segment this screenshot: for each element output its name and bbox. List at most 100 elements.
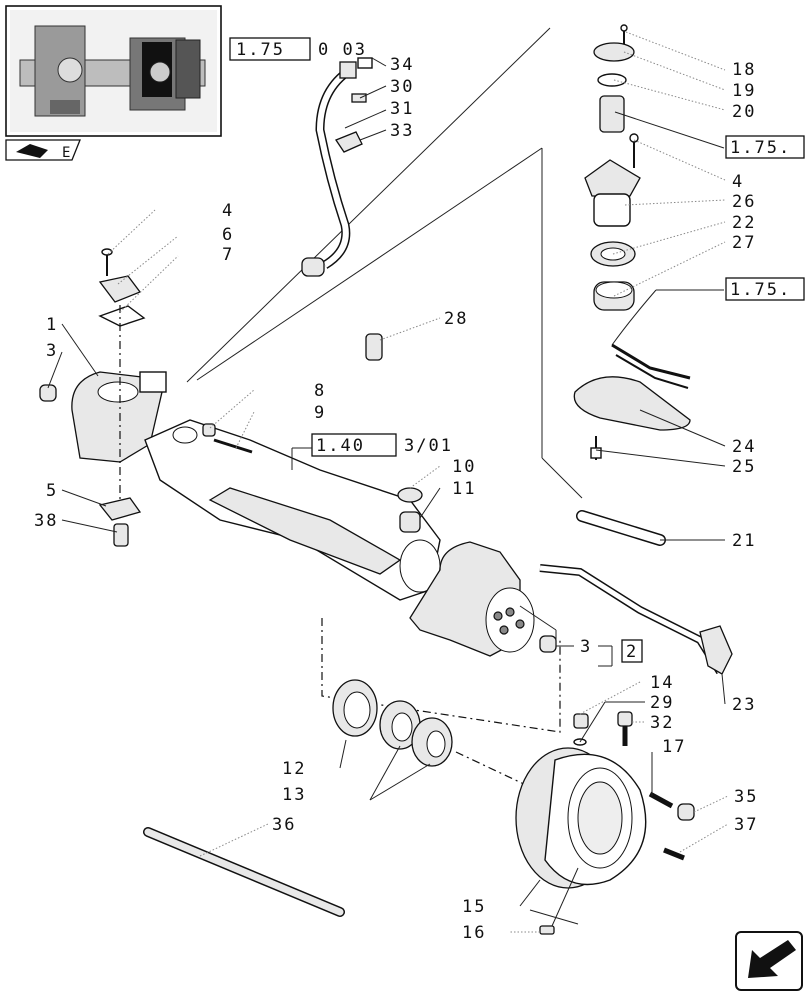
- svg-text:3/01: 3/01: [404, 436, 453, 456]
- reference-box-right-a[interactable]: 1.75.: [725, 135, 805, 159]
- part-plate-24[interactable]: [573, 376, 691, 431]
- folder-book-icon: [16, 144, 48, 158]
- callout-14: 14: [650, 673, 674, 693]
- callout-10: 10: [452, 457, 476, 477]
- part-plug-28[interactable]: [365, 333, 383, 361]
- callout-37: 37: [734, 815, 758, 835]
- thumbnail-tab[interactable]: E: [5, 139, 81, 161]
- part-bush-3-right[interactable]: [539, 635, 557, 653]
- part-brake-hose[interactable]: [301, 57, 373, 277]
- callout-1: 1: [46, 315, 58, 335]
- part-pin-8-9[interactable]: [202, 423, 253, 454]
- callout-5: 5: [46, 481, 58, 501]
- callout-18: 18: [732, 60, 756, 80]
- part-axle-housing[interactable]: [144, 419, 441, 601]
- callout-4a: 4: [732, 172, 744, 192]
- part-bearing-13b[interactable]: [411, 717, 453, 767]
- callout-35: 35: [734, 787, 758, 807]
- callout-17: 17: [662, 737, 686, 757]
- part-bolt-25[interactable]: [590, 436, 602, 460]
- callout-6: 6: [222, 225, 234, 245]
- part-screw-4-left[interactable]: [101, 248, 113, 276]
- part-sensor-body[interactable]: [599, 95, 625, 133]
- svg-text:1.75: 1.75: [236, 40, 285, 60]
- callout-11: 11: [452, 479, 476, 499]
- separator-line-upper: [186, 27, 551, 383]
- callout-12: 12: [282, 759, 306, 779]
- callout-19: 19: [732, 81, 756, 101]
- part-knuckle-1[interactable]: [71, 371, 167, 463]
- svg-text:1.75.: 1.75.: [730, 138, 791, 158]
- svg-text:0 03: 0 03: [318, 40, 367, 60]
- callout-26: 26: [732, 192, 756, 212]
- callout-38: 38: [34, 511, 58, 531]
- part-union-30[interactable]: [351, 93, 367, 103]
- callout-24: 24: [732, 437, 756, 457]
- callout-15: 15: [462, 897, 486, 917]
- part-bearing-13a[interactable]: [379, 700, 421, 750]
- overview-thumbnail[interactable]: [5, 5, 222, 137]
- reference-box-top[interactable]: 1.75 0 03: [229, 37, 367, 61]
- part-seal-12[interactable]: [332, 679, 378, 737]
- callout-7: 7: [222, 245, 234, 265]
- part-washer-10[interactable]: [397, 487, 423, 503]
- part-bolt-32[interactable]: [617, 711, 633, 746]
- callout-21: 21: [732, 531, 756, 551]
- callout-20: 20: [732, 102, 756, 122]
- reference-box-right-b[interactable]: 1.75.: [725, 277, 805, 301]
- callout-34: 34: [390, 55, 414, 75]
- part-hose-21[interactable]: [576, 510, 666, 546]
- part-pin-16[interactable]: [539, 925, 555, 935]
- part-nut-35[interactable]: [677, 803, 695, 821]
- part-clip-33[interactable]: [335, 131, 363, 153]
- callout-36: 36: [272, 815, 296, 835]
- part-cap-19[interactable]: [593, 42, 635, 62]
- callout-29: 29: [650, 693, 674, 713]
- part-wiring-harness[interactable]: [611, 289, 691, 389]
- part-screw-18[interactable]: [620, 24, 628, 46]
- part-steering-rod-23[interactable]: [539, 564, 733, 675]
- part-bush-11[interactable]: [399, 511, 421, 533]
- callout-25: 25: [732, 457, 756, 477]
- part-hub-15[interactable]: [515, 747, 647, 889]
- callout-3a: 3: [46, 341, 58, 361]
- part-screw-4-upper[interactable]: [629, 133, 639, 168]
- part-bush-3-left[interactable]: [39, 384, 57, 402]
- callout-22: 22: [732, 213, 756, 233]
- callout-labels: 18 19 20 4 26 22 27 24 25 21 23 34 30 31…: [34, 55, 758, 943]
- leader-lines: [47, 31, 729, 933]
- part-shim-7[interactable]: [98, 305, 146, 327]
- callout-3b: 3: [580, 637, 592, 657]
- callout-32: 32: [650, 713, 674, 733]
- part-knuckle-right[interactable]: [409, 541, 535, 657]
- callout-31: 31: [390, 99, 414, 119]
- thumbnail-label: E: [62, 145, 72, 161]
- callout-9: 9: [314, 403, 326, 423]
- part-stud-17[interactable]: [648, 791, 674, 809]
- callout-4b: 4: [222, 201, 234, 221]
- callout-13: 13: [282, 785, 306, 805]
- part-half-shaft-36[interactable]: [143, 827, 345, 917]
- svg-text:2: 2: [626, 642, 638, 662]
- part-cap-5[interactable]: [98, 497, 142, 521]
- part-ring-20[interactable]: [597, 73, 627, 87]
- svg-text:1.40: 1.40: [316, 436, 365, 456]
- separator-line-lower: [196, 147, 543, 381]
- callout-30: 30: [390, 77, 414, 97]
- part-plug-38[interactable]: [113, 523, 129, 547]
- group-outline: [321, 618, 561, 733]
- callout-16: 16: [462, 923, 486, 943]
- part-housing-26[interactable]: [584, 159, 641, 227]
- callout-27: 27: [732, 233, 756, 253]
- back-arrow-icon[interactable]: [735, 931, 803, 991]
- svg-text:1.75.: 1.75.: [730, 280, 791, 300]
- callout-28: 28: [444, 309, 468, 329]
- callout-33: 33: [390, 121, 414, 141]
- callout-8: 8: [314, 381, 326, 401]
- reference-box-small[interactable]: 2: [621, 639, 643, 663]
- part-pin-37[interactable]: [663, 847, 685, 861]
- reference-box-center[interactable]: 1.40 3/01: [311, 433, 453, 457]
- separator-line-corner: [541, 457, 583, 499]
- part-cap-6[interactable]: [98, 275, 142, 303]
